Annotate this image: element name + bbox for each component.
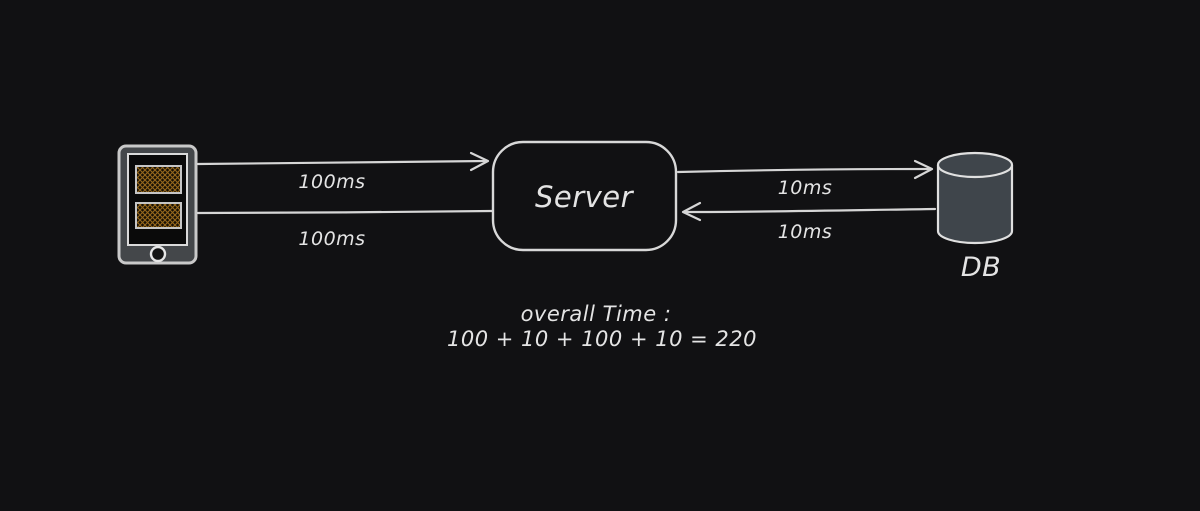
arrow-server-to-client: 100ms xyxy=(196,209,494,250)
arrow-server-to-db-head xyxy=(913,159,934,180)
database-node: DB xyxy=(936,151,1014,283)
arrow-server-to-client-line xyxy=(196,209,494,215)
arrow-db-to-server-line xyxy=(682,207,937,214)
phone-screen-panel-top xyxy=(135,165,182,194)
client-device-node xyxy=(117,144,198,265)
arrow-db-to-server: 10ms xyxy=(681,201,937,243)
arrow-server-to-db: 10ms xyxy=(676,159,934,199)
phone-home-button xyxy=(149,245,167,263)
arrow-client-to-server-head xyxy=(469,151,490,172)
summary-formula: 100 + 10 + 100 + 10 = 220 xyxy=(447,327,757,351)
edge-label-db-to-server: 10ms xyxy=(778,221,833,243)
summary-block: overall Time : 100 + 10 + 100 + 10 = 220 xyxy=(447,302,757,351)
db-label: DB xyxy=(961,252,1001,283)
arrow-db-to-server-head xyxy=(681,201,702,222)
arrow-server-to-db-line xyxy=(676,167,933,174)
summary-title: overall Time : xyxy=(521,302,672,326)
arrow-client-to-server-line xyxy=(196,159,489,166)
server-box xyxy=(491,140,678,252)
db-cylinder-top xyxy=(936,151,1014,179)
arrow-client-to-server: 100ms xyxy=(196,151,490,193)
db-cylinder-body xyxy=(936,165,1014,245)
server-label: Server xyxy=(535,180,635,214)
edge-label-server-to-db: 10ms xyxy=(778,177,833,199)
server-node: Server xyxy=(491,140,678,252)
edge-label-client-to-server: 100ms xyxy=(298,171,365,193)
edge-label-server-to-client: 100ms xyxy=(298,228,365,250)
phone-screen-panel-bottom xyxy=(135,202,182,229)
